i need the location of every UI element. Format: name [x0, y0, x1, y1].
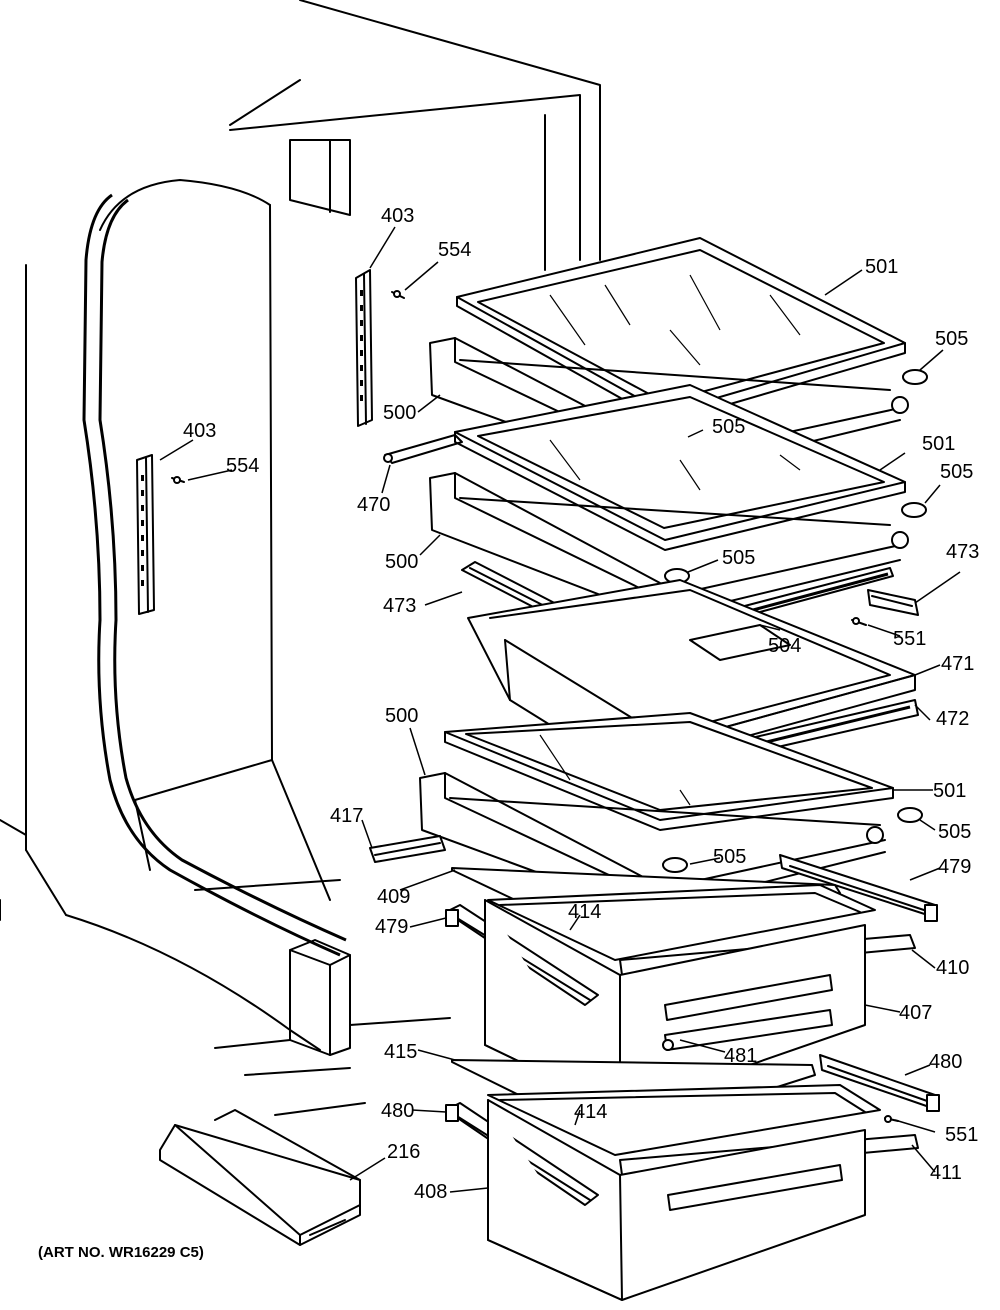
label-417: 417	[330, 805, 363, 827]
screw-551-upper	[851, 617, 867, 626]
label-407: 407	[899, 1002, 932, 1024]
glass-shelf-middle	[454, 384, 906, 551]
leader-lines	[159, 226, 961, 1193]
label-505-lower: 505	[938, 821, 971, 843]
slide-480-right	[819, 1054, 940, 1112]
shelf-ladder-upper	[355, 269, 373, 427]
label-505-lower-left: 505	[713, 846, 746, 868]
screw-upper	[391, 290, 405, 299]
label-554-upper: 554	[438, 239, 471, 261]
screw-551-lower	[884, 1115, 899, 1123]
label-414-upper: 414	[568, 901, 601, 923]
part-labels: 403 554 403 554 501 505 500 505 470 501 …	[183, 205, 979, 1203]
glass-shelf-lower	[444, 712, 894, 831]
label-551-upper: 551	[893, 628, 926, 650]
shelf-rail-470	[383, 434, 463, 464]
label-500-top: 500	[383, 402, 416, 424]
label-505-middle-left: 505	[722, 547, 755, 569]
label-415: 415	[384, 1041, 417, 1063]
label-414-lower: 414	[574, 1101, 607, 1123]
label-481: 481	[724, 1045, 757, 1067]
crisper-frame-414-upper	[487, 884, 876, 961]
label-505-top-left: 505	[712, 416, 745, 438]
label-479-right: 479	[938, 856, 971, 878]
door-bin-216	[159, 1109, 361, 1246]
label-500-middle: 500	[385, 551, 418, 573]
label-473-right: 473	[946, 541, 979, 563]
label-501-middle: 501	[922, 433, 955, 455]
label-505-middle: 505	[940, 461, 973, 483]
label-480-left: 480	[381, 1100, 414, 1122]
label-409: 409	[377, 886, 410, 908]
label-480-right: 480	[929, 1051, 962, 1073]
label-216: 216	[387, 1141, 420, 1163]
label-473-left: 473	[383, 595, 416, 617]
label-410: 410	[936, 957, 969, 979]
slide-473-right	[867, 589, 919, 616]
crisper-pan-408	[487, 1099, 866, 1301]
label-504: 504	[768, 635, 801, 657]
crisper-pan-407	[484, 899, 866, 1111]
refrigerator-cabinet	[0, 0, 601, 1116]
label-472: 472	[936, 708, 969, 730]
label-403-lower: 403	[183, 420, 216, 442]
slide-479-right	[779, 854, 938, 922]
label-505-top: 505	[935, 328, 968, 350]
shelf-clip-lower-left	[662, 857, 688, 873]
label-501-lower: 501	[933, 780, 966, 802]
art-number: (ART NO. WR16229 C5)	[38, 1244, 204, 1261]
shelf-clip-lower-right	[897, 807, 923, 823]
label-408: 408	[414, 1181, 447, 1203]
label-500-lower: 500	[385, 705, 418, 727]
label-471: 471	[941, 653, 974, 675]
label-551-lower: 551	[945, 1124, 978, 1146]
shelf-ladder-lower	[136, 454, 155, 615]
label-411: 411	[930, 1162, 962, 1184]
label-403-upper: 403	[381, 205, 414, 227]
slide-417	[369, 835, 446, 863]
label-470: 470	[357, 494, 390, 516]
screw-lower	[171, 476, 185, 484]
label-554-lower: 554	[226, 455, 259, 477]
shelf-clip-top-right	[902, 369, 928, 385]
crisper-frame-414-lower	[487, 1084, 881, 1156]
shelf-clip-middle-right	[901, 502, 927, 518]
label-479-left: 479	[375, 916, 408, 938]
label-501-top: 501	[865, 256, 898, 278]
